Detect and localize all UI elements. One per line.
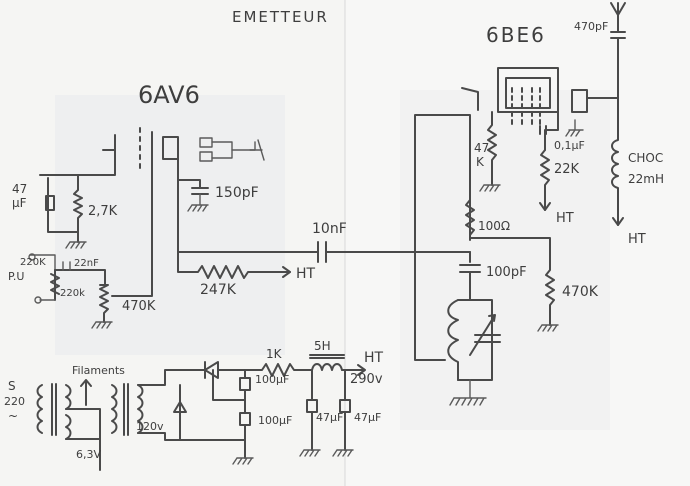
mains-ac-label: ~ (8, 409, 18, 423)
choc-label: CHOC (628, 151, 663, 165)
res-470k-right-label: 470K (562, 284, 599, 300)
res-47k-unit: K (476, 155, 485, 169)
choke-5h-label: 5H (314, 339, 331, 353)
input-network (28, 164, 153, 329)
labels-right: 47 K 100Ω 100pF 470K 0,1µF 22K HT CHOC 2… (474, 20, 664, 300)
cap-47uf-b-label: 47µF (354, 411, 381, 424)
cap-47uf-a-label: 47µF (316, 411, 343, 424)
power-supply (36, 354, 366, 471)
labels-supply: Filaments S 220 ~ 120v 6,3V 1K 100µF 100… (4, 339, 384, 461)
v290-label: 290v (350, 372, 383, 387)
res-27k-label: 2,7K (88, 204, 118, 219)
tube-label-6av6: 6AV6 (138, 81, 200, 109)
res-220k-a-label: 220K (20, 257, 46, 268)
plate-network (177, 158, 471, 279)
filaments-label: Filaments (72, 364, 125, 377)
bleed-through-panel-right (400, 90, 610, 430)
tube-6av6-symbol (102, 127, 265, 271)
cap-22nf-label: 22nF (74, 258, 99, 269)
bleed-through-panel (55, 95, 285, 355)
res-1k-label: 1K (266, 347, 283, 361)
ht-out-label: HT (364, 350, 384, 366)
ht-22k-label: HT (556, 211, 574, 226)
labels-left: 47 µF 2,7K 150pF 220K 22nF P.U 220k 470K… (8, 182, 347, 314)
cap-47-unit: µF (12, 196, 27, 210)
cathode-network (414, 111, 559, 406)
res-470k-left-label: 470K (122, 299, 156, 314)
choc-value-label: 22mH (628, 172, 664, 186)
ht-choc-label: HT (628, 232, 646, 247)
ht-left-label: HT (296, 266, 316, 282)
cap-100uf-a-label: 100µF (255, 373, 289, 386)
v63-label: 6,3V (76, 448, 101, 461)
v120-label: 120v (136, 420, 164, 433)
res-220k-b-label: 220k (60, 288, 85, 299)
res-22k-label: 22K (554, 162, 580, 177)
cap-100uf-b-label: 100µF (258, 414, 292, 427)
pu-label: P.U (8, 270, 24, 283)
screen-network (539, 97, 624, 226)
mains-s-label: S (8, 379, 16, 393)
mains-220-label: 220 (4, 395, 25, 408)
cap-470pf-label: 470pF (574, 20, 608, 33)
cap-150pf-label: 150pF (215, 185, 259, 201)
cap-01uf-label: 0,1µF (554, 139, 585, 152)
cap-47-label: 47 (12, 182, 27, 196)
res-47k-label: 47 (474, 141, 489, 155)
tube-label-6be6: 6BE6 (486, 23, 546, 47)
schematic-title: EMETTEUR (232, 8, 329, 26)
res-247k-label: 247K (200, 282, 237, 298)
antenna (610, 2, 626, 46)
cap-10nf-label: 10nF (312, 221, 347, 237)
res-100-label: 100Ω (478, 219, 510, 233)
cap-100pf-label: 100pF (486, 265, 527, 280)
